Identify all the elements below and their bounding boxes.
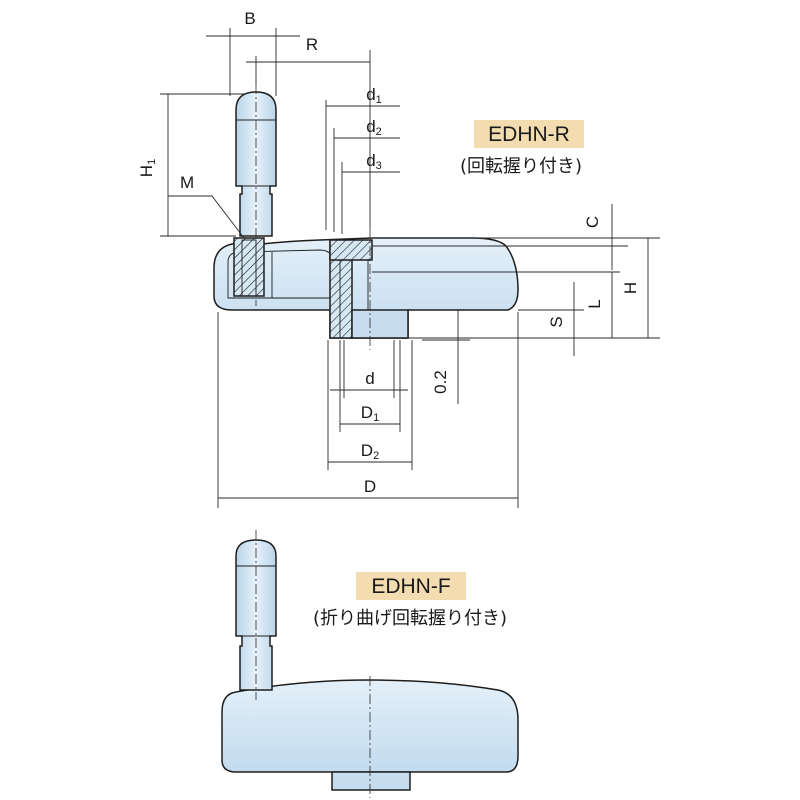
- edhn-r-drawing: B R H1 M d1 d2 d3 EDHN-R (回転握り付き) C: [137, 9, 660, 508]
- hub-section-top: [329, 239, 373, 261]
- edhn-f-drawing: EDHN-F (折り曲げ回転握り付き): [221, 530, 519, 798]
- label-d3: d3: [366, 151, 382, 172]
- label-s: S: [547, 316, 566, 327]
- label-r: R: [306, 35, 318, 54]
- label-l: L: [585, 299, 604, 308]
- hub-boss-f: [331, 771, 411, 791]
- handle-stud-section: [233, 237, 265, 297]
- label-D: D: [364, 477, 376, 496]
- label-c: C: [583, 216, 602, 228]
- edhn-f-badge: [356, 572, 466, 600]
- edhn-r-code: EDHN-R: [488, 123, 570, 146]
- label-b: B: [244, 9, 255, 28]
- label-D1: D1: [361, 403, 379, 424]
- label-d1: d1: [366, 85, 382, 106]
- edhn-r-description: (回転握り付き): [460, 156, 582, 177]
- hub-boss: [351, 309, 409, 339]
- label-h: H: [621, 282, 640, 294]
- edhn-f-description: (折り曲げ回転握り付き): [313, 608, 507, 629]
- m-leader: [168, 195, 245, 239]
- label-m: M: [180, 173, 194, 192]
- label-d2: d2: [366, 117, 382, 138]
- label-h1: H1: [137, 159, 158, 177]
- label-d: d: [365, 369, 374, 388]
- edhn-f-code: EDHN-F: [371, 575, 450, 598]
- edhn-r-badge: [474, 120, 584, 148]
- label-D2: D2: [361, 441, 379, 462]
- label-gap: 0.2: [431, 370, 450, 394]
- handwheel-disc: [213, 237, 519, 339]
